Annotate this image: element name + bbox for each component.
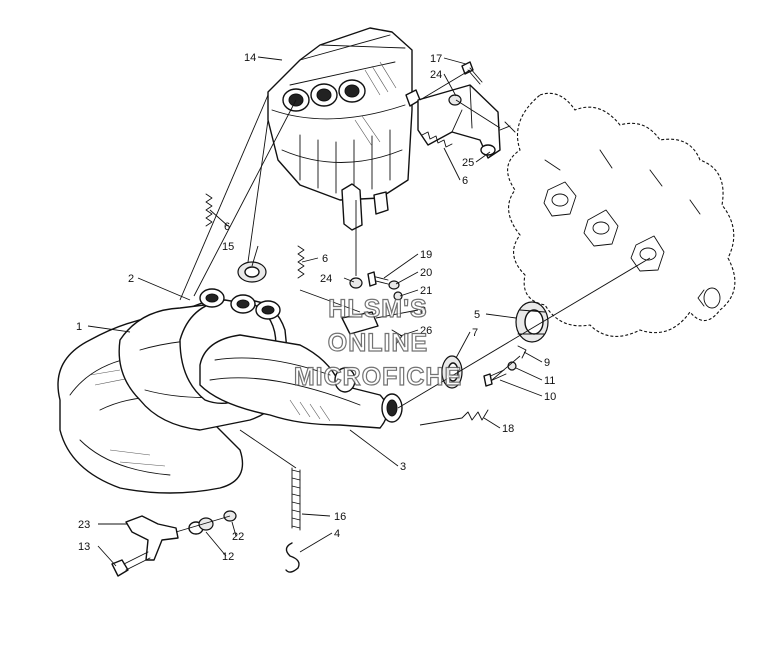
callout-13: 17 (430, 53, 442, 65)
seal-5 (515, 301, 549, 343)
spring-14 (461, 409, 489, 421)
callout-14: 18 (502, 423, 514, 435)
callout-17: 15 (222, 241, 234, 253)
callout-12: 12 (222, 551, 234, 563)
callout-2: 2 (128, 273, 134, 285)
watermark-line-2: ONLINE (328, 329, 428, 357)
callout-25: 25 (462, 157, 474, 169)
callout-22: 22 (232, 531, 244, 543)
nut-21 (393, 291, 403, 301)
bolt-13 (461, 61, 483, 85)
watermark-line-3: MICROFICHE (294, 363, 462, 391)
callout-18: 16 (334, 511, 346, 523)
clip-11 (517, 345, 527, 359)
callout-19: 19 (420, 249, 432, 261)
assembly-lines (175, 69, 651, 533)
callout-labels: 14 17 24 25 6 6 15 6 24 19 20 21 8 26 2 … (76, 52, 556, 563)
spring-6-left (205, 193, 213, 227)
callout-leaders (87, 56, 543, 567)
spring-clip-4 (285, 542, 300, 573)
callout-11: 9 (544, 357, 550, 369)
callout-23: 23 (78, 519, 90, 531)
callout-4: 4 (334, 528, 340, 540)
bolt-19 (367, 271, 389, 287)
callout-16: 14 (244, 52, 256, 64)
watermark: HLSM'S ONLINE MICROFICHE (293, 294, 462, 391)
nut-24-upper (448, 94, 462, 106)
callout-15: 13 (78, 541, 90, 553)
gasket-7 (441, 355, 463, 389)
callout-3: 3 (400, 461, 406, 473)
bracket-fastener (499, 121, 516, 133)
airbox-silencer (267, 27, 421, 231)
callout-1: 1 (76, 321, 82, 333)
callout-7: 7 (472, 327, 478, 339)
bracket-10 (341, 311, 379, 335)
spacer-12 (188, 517, 214, 535)
watermark-line-1: HLSM'S (328, 295, 427, 323)
callout-20: 20 (420, 267, 432, 279)
callout-24-upper: 24 (430, 69, 442, 81)
engine-block (507, 92, 736, 337)
spring-6-upper (421, 131, 453, 148)
washer-20 (388, 280, 400, 290)
callout-5: 5 (474, 309, 480, 321)
callout-10: 8 (420, 305, 426, 317)
clip-26 (391, 329, 403, 345)
airbox-ports (282, 79, 366, 112)
callout-21: 21 (420, 285, 432, 297)
callout-24-lower: 24 (320, 273, 332, 285)
callout-6-left: 6 (224, 221, 230, 233)
lower-bracket-23 (125, 515, 179, 561)
callout-9: 11 (544, 375, 555, 387)
spring-18 (291, 467, 301, 531)
gasket-17 (237, 261, 267, 283)
y-pipe (179, 288, 403, 429)
nut-24-lower (349, 277, 363, 289)
spring-6-center (297, 245, 305, 279)
mount-bracket (417, 84, 501, 159)
callout-6-center: 6 (322, 253, 328, 265)
bolt-15 (111, 551, 151, 577)
callout-8: 10 (544, 391, 556, 403)
callout-6-upper: 6 (462, 175, 468, 187)
callout-26: 26 (420, 325, 432, 337)
bolt-8 (483, 369, 507, 387)
